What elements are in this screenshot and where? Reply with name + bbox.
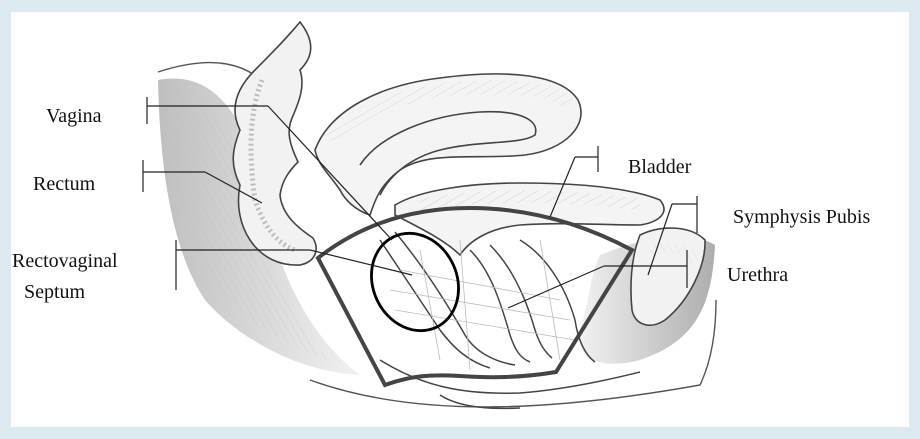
label-rectum: Rectum [33, 173, 95, 196]
label-rectovaginal-line2: Septum [24, 281, 85, 304]
label-urethra: Urethra [727, 264, 788, 287]
urethra-tube-1 [470, 250, 530, 362]
rectum-shape [233, 22, 316, 265]
label-vagina: Vagina [46, 105, 102, 128]
label-bladder: Bladder [628, 156, 691, 179]
label-rectovaginal-line1: Rectovaginal [12, 250, 118, 273]
label-symphysis-pubis: Symphysis Pubis [733, 206, 870, 229]
